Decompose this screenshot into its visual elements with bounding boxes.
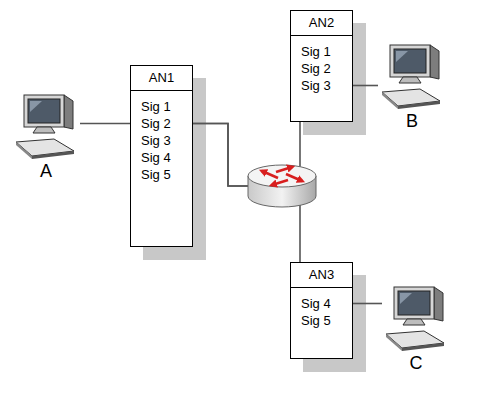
signal-name: Sig 2: [141, 115, 182, 132]
computer-label: A: [12, 160, 80, 182]
computer-label: C: [382, 352, 450, 374]
access-node-box: AN1Sig 1Sig 2Sig 3Sig 4Sig 5: [130, 65, 193, 247]
network-link: [353, 303, 382, 305]
signal-list: Sig 1Sig 2Sig 3Sig 4Sig 5: [131, 91, 192, 246]
signal-name: Sig 4: [141, 149, 182, 166]
node-heading: AN1: [131, 66, 192, 91]
signal-name: Sig 2: [301, 60, 342, 77]
router-top: [248, 165, 316, 187]
network-link: [80, 123, 130, 125]
computer-node: B: [378, 40, 446, 132]
node-heading: AN3: [291, 263, 352, 288]
signal-list: Sig 4Sig 5: [291, 288, 352, 358]
signal-name: Sig 5: [301, 312, 342, 329]
computer-node: A: [12, 90, 80, 182]
computer-label: B: [378, 110, 446, 132]
node-heading: AN2: [291, 11, 352, 36]
signal-name: Sig 4: [301, 295, 342, 312]
access-node-box: AN3Sig 4Sig 5: [290, 262, 353, 359]
computer-node: C: [382, 282, 450, 374]
access-node-box: AN2Sig 1Sig 2Sig 3: [290, 10, 353, 122]
network-link: [353, 85, 378, 87]
signal-name: Sig 3: [141, 132, 182, 149]
signal-name: Sig 1: [141, 98, 182, 115]
signal-name: Sig 3: [301, 77, 342, 94]
router-arrows: [262, 167, 302, 185]
computer-icon: [382, 282, 450, 352]
computer-icon: [12, 90, 80, 160]
signal-name: Sig 1: [301, 43, 342, 60]
signal-name: Sig 5: [141, 166, 182, 183]
signal-list: Sig 1Sig 2Sig 3: [291, 36, 352, 121]
computer-icon: [378, 40, 446, 110]
